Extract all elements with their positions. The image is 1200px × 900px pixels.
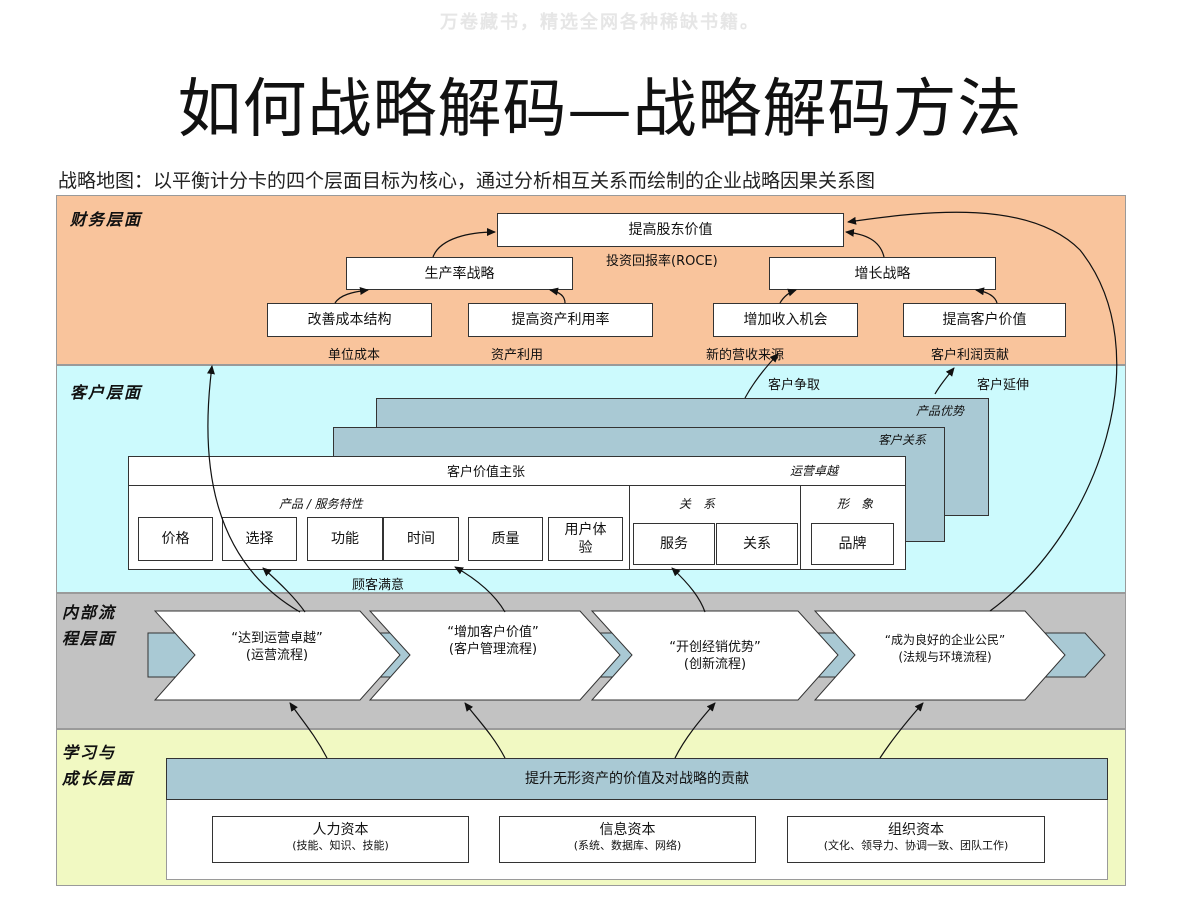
- organization-capital-desc: (文化、领导力、协调一致、团队工作): [823, 839, 1009, 852]
- watermark: 万卷藏书，精选全网各种稀缺书籍。: [440, 12, 760, 33]
- arrow-asset-to-productivity: [549, 287, 566, 304]
- arrow-learning-to-regulatory: [879, 702, 924, 759]
- chevron-innovation: [590, 610, 839, 701]
- arrow-innovation-to-service: [671, 567, 706, 613]
- arrow-extension-to-custvalue: [934, 367, 955, 395]
- information-capital-name: 信息资本: [599, 822, 656, 838]
- customer-acquisition-label: 客户争取: [768, 378, 821, 393]
- customer-value-box: 提高客户价值: [903, 303, 1066, 337]
- arrow-growth-to-shareholder: [845, 228, 885, 258]
- attr-service: 服务: [633, 523, 715, 565]
- arrow-acquisition-to-revenue: [744, 353, 779, 399]
- chevron-regulatory-text: “成为良好的企业公民” (法规与环境流程): [884, 633, 1006, 664]
- internal-label: 内部流 程层面: [62, 603, 117, 648]
- customer-satisfaction-label: 顾客满意: [352, 578, 405, 593]
- attr-price: 价格: [138, 517, 213, 561]
- arrow-productivity-to-shareholder: [432, 228, 496, 258]
- human-capital-name: 人力资本: [312, 822, 369, 838]
- product-leadership-label: 产品优势: [916, 404, 965, 418]
- information-capital-box: 信息资本 (系统、数据库、网络): [499, 816, 756, 863]
- asset-use-measure: 资产利用: [491, 348, 544, 363]
- arrow-learning-to-innovation: [674, 702, 716, 759]
- unit-cost-measure: 单位成本: [328, 348, 381, 363]
- roce-note: 投资回报率(ROCE): [606, 254, 718, 269]
- human-capital-desc: (技能、知识、技能): [292, 839, 389, 852]
- chevron-regulatory: [813, 610, 1066, 701]
- human-capital-box: 人力资本 (技能、知识、技能): [212, 816, 469, 863]
- information-capital-desc: (系统、数据库、网络): [573, 839, 682, 852]
- productivity-strategy-box: 生产率战略: [346, 257, 573, 290]
- product-service-group-label: 产品 / 服务特性: [279, 497, 363, 511]
- improve-cost-box: 改善成本结构: [267, 303, 432, 337]
- attr-function: 功能: [307, 517, 383, 561]
- organization-capital-name: 组织资本: [888, 822, 944, 838]
- chevron-customer-mgmt: [368, 610, 621, 701]
- image-group-label: 形 象: [837, 497, 874, 511]
- customer-label: 客户层面: [70, 383, 143, 402]
- attr-relationship: 关系: [716, 523, 798, 565]
- arrow-learning-to-operations: [289, 702, 328, 759]
- asset-utilization-box: 提高资产利用率: [468, 303, 653, 337]
- chevron-operations: [153, 610, 401, 701]
- group-divider-2: [800, 485, 801, 570]
- arrow-revenue-to-growth: [779, 288, 797, 304]
- attr-experience: 用户体验: [548, 517, 623, 561]
- new-revenue-measure: 新的营收来源: [706, 348, 785, 363]
- arrow-regulatory-to-shareholder: [847, 211, 1118, 612]
- increase-shareholder-value-box: 提高股东价值: [497, 213, 844, 247]
- growth-strategy-box: 增长战略: [769, 257, 996, 290]
- customer-intimacy-label: 客户关系: [878, 433, 927, 447]
- arrow-operations-to-financial: [207, 365, 301, 613]
- operational-excellence-label: 运营卓越: [790, 464, 839, 478]
- value-proposition-header: 客户价值主张: [447, 465, 526, 480]
- revenue-opportunity-box: 增加收入机会: [713, 303, 858, 337]
- learning-label: 学习与 成长层面: [62, 743, 135, 788]
- chevron-customer-mgmt-text: “增加客户价值” (客户管理流程): [447, 625, 539, 657]
- arrow-custvalue-to-growth: [975, 287, 998, 304]
- arrow-operations-to-selection: [262, 567, 306, 613]
- attr-selection: 选择: [222, 517, 297, 561]
- financial-label: 财务层面: [70, 210, 143, 229]
- attr-quality: 质量: [468, 517, 543, 561]
- attr-time: 时间: [383, 517, 459, 561]
- chevron-operations-text: “达到运营卓越” (运营流程): [231, 631, 323, 663]
- page-subtitle: 战略地图：以平衡计分卡的四个层面目标为核心，通过分析相互关系而绘制的企业战略因果…: [58, 170, 876, 192]
- page-title: 如何战略解码—战略解码方法: [177, 73, 1023, 147]
- arrow-learning-to-custmgmt: [464, 702, 506, 759]
- attr-brand: 品牌: [811, 523, 894, 565]
- arrow-cost-to-productivity: [334, 287, 369, 304]
- customer-profit-measure: 客户利润贡献: [931, 348, 1010, 363]
- value-proposition-divider: [128, 485, 906, 486]
- relationship-group-label: 关 系: [679, 497, 716, 511]
- group-divider-1: [629, 485, 630, 570]
- intangible-assets-bar: 提升无形资产的价值及对战略的贡献: [166, 758, 1108, 800]
- chevron-innovation-text: “开创经销优势” (创新流程): [669, 640, 761, 672]
- organization-capital-box: 组织资本 (文化、领导力、协调一致、团队工作): [787, 816, 1045, 863]
- arrow-custmgmt-to-quality: [454, 566, 506, 613]
- customer-extension-label: 客户延伸: [977, 378, 1030, 393]
